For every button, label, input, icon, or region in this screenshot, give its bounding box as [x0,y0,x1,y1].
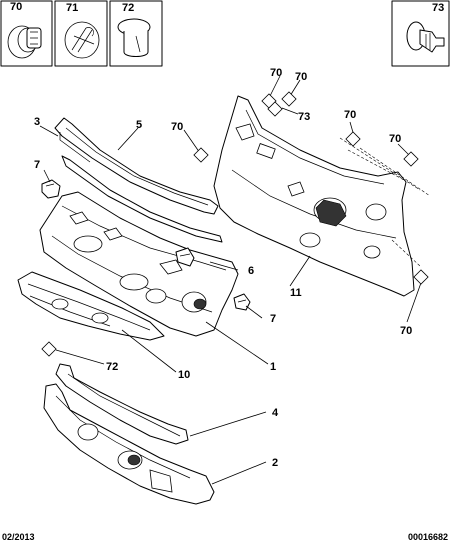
callout-7-b: 7 [270,313,276,325]
callout-4: 4 [272,407,279,419]
callout-70-inset: 70 [10,1,22,13]
callout-70-f: 70 [400,325,412,337]
callout-72-inset: 72 [122,2,134,14]
leader-lines [39,75,423,485]
callout-10: 10 [178,369,190,381]
inset-clip-72 [109,0,163,67]
part-7-clip-left [41,179,61,199]
inset-clip-70 [0,0,53,67]
callout-70-d: 70 [344,109,356,121]
part-5-upper-cowl [54,117,219,215]
projection-lines-11 [339,137,431,267]
inset-clip-71 [54,0,108,67]
callout-71-inset: 71 [66,2,78,14]
callout-5: 5 [136,119,142,131]
part-10-insulation [17,271,165,341]
callout-2: 2 [272,457,278,469]
callout-73-inset: 73 [432,2,444,14]
fastener-markers [41,91,429,357]
callout-70-b: 70 [295,71,307,83]
callout-70-a: 70 [270,67,282,79]
footer-reference: 00016682 [408,532,448,542]
part-4-rail [55,363,189,445]
callout-11: 11 [290,287,302,299]
callout-1: 1 [270,361,276,373]
part-11-rear-bulkhead [213,95,415,297]
part-6-bracket [175,247,195,267]
part-3-strip [61,155,223,243]
callout-70-e: 70 [389,133,401,145]
callout-70-c: 70 [171,121,183,133]
part-2-cross-member [43,383,215,505]
callout-6: 6 [248,265,254,277]
callout-7-a: 7 [34,159,40,171]
callout-3: 3 [34,116,40,128]
callout-73: 73 [298,111,310,123]
part-1-bulkhead [39,191,239,337]
inset-clip-73 [391,0,450,67]
callout-72: 72 [106,361,118,373]
footer-date: 02/2013 [2,532,35,542]
